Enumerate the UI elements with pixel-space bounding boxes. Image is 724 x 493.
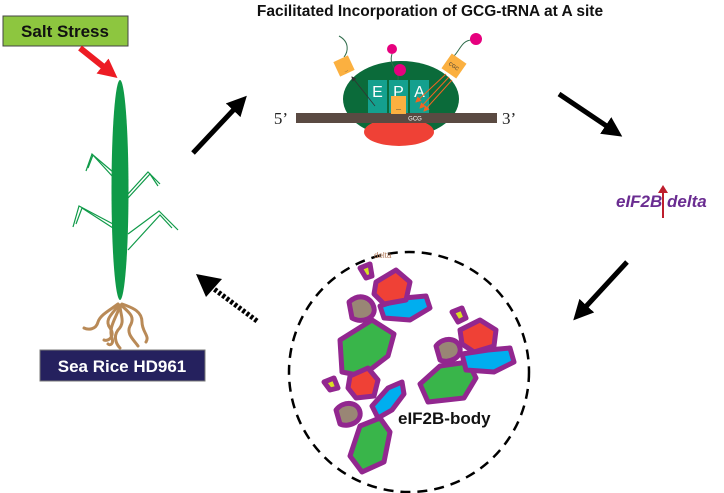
arrow-body-to-plant-dashed-icon — [208, 283, 259, 324]
p-trna-stem — [390, 53, 399, 81]
eif2b-delta-text: eIF2B delta — [616, 192, 707, 211]
eif2b-complex — [337, 261, 433, 379]
incoming-trna-stem — [453, 39, 473, 57]
p-site-anticodon: — — [396, 107, 401, 113]
p-trna-amino-acid — [394, 64, 406, 76]
codon-label: GCG — [408, 117, 422, 123]
arrow-eif2b-to-body-icon — [573, 260, 629, 321]
plant-roots — [82, 302, 149, 350]
arrow-plant-to-ribosome-icon — [191, 95, 247, 155]
ribosome-illustration: E P A 5’ 3’ GCG — ... CGC — [274, 33, 516, 146]
salt-stress-box — [2, 15, 129, 47]
eif2b-complex — [417, 305, 517, 405]
eif2b-body-illustration: delta eIF2B-body — [287, 250, 531, 493]
plant-leaves — [72, 152, 179, 251]
salt-stress-label: Salt Stress — [2, 15, 129, 47]
salt-stress-text: Salt Stress — [21, 22, 109, 41]
eif2b-complex — [321, 365, 407, 475]
stress-arrow-icon — [78, 45, 118, 78]
arrow-body-to-plant-head-icon — [196, 274, 222, 297]
rice-plant-icon — [72, 80, 179, 350]
exiting-trna: ... — [333, 55, 355, 77]
incoming-anticodon: CGC — [447, 61, 460, 73]
diagram-title: Facilitated Incorporation of GCG-tRNA at… — [257, 3, 604, 20]
incoming-amino-acid — [470, 33, 482, 45]
e-site — [368, 80, 387, 114]
eif2b-body-boundary — [287, 250, 531, 493]
eif2b-body-label: eIF2B-body — [398, 409, 491, 428]
exit-arrow-icon — [351, 76, 376, 107]
exit-trna-stem — [338, 35, 348, 58]
upregulation-arrowhead-icon — [658, 185, 668, 193]
mrna-5prime-label: 5’ — [274, 109, 288, 128]
sea-rice-text: Sea Rice HD961 — [58, 357, 187, 376]
a-site-label: A — [414, 84, 425, 101]
exiting-anticodon: ... — [343, 67, 349, 74]
incoming-arrows-icon — [415, 73, 453, 112]
sea-rice-label: Sea Rice HD961 — [39, 349, 206, 382]
sea-rice-box — [39, 349, 206, 382]
mrna-3prime-label: 3’ — [502, 109, 516, 128]
delta-subunit-label: delta — [374, 251, 392, 260]
peptide-amino-acid — [387, 44, 397, 54]
incoming-trna: CGC — [441, 53, 467, 79]
plant-stem — [111, 80, 129, 300]
e-site-label: E — [372, 84, 383, 101]
eif2b-delta-indicator: eIF2B delta — [616, 185, 707, 218]
p-site-trna — [391, 96, 406, 114]
arrow-ribosome-to-eif2b-icon — [557, 91, 623, 137]
ribosome-small-subunit — [364, 118, 434, 146]
p-site-label: P — [393, 84, 404, 101]
mrna-strand — [296, 113, 497, 123]
